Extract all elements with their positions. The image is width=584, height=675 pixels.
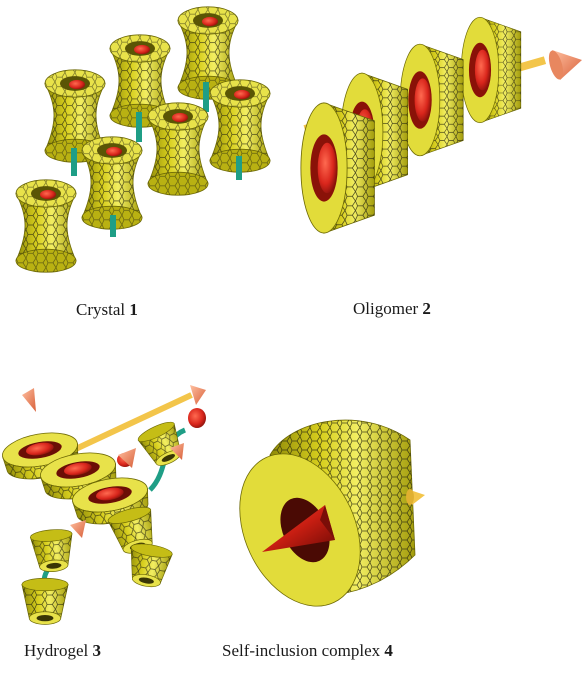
caption-hydrogel-number: 3 [92, 641, 101, 660]
caption-complex-number: 4 [384, 641, 393, 660]
caption-complex: Self-inclusion complex 4 [222, 641, 393, 661]
caption-oligomer-text: Oligomer [353, 299, 422, 318]
caption-hydrogel: Hydrogel 3 [24, 641, 101, 661]
hydrogel-illustration [0, 385, 206, 624]
caption-crystal-number: 1 [129, 300, 138, 319]
self-inclusion-complex-illustration [216, 420, 425, 626]
caption-hydrogel-text: Hydrogel [24, 641, 92, 660]
oligomer-illustration [301, 17, 582, 233]
crystal-illustration [16, 7, 270, 272]
caption-complex-text: Self-inclusion complex [222, 641, 384, 660]
caption-crystal: Crystal 1 [76, 300, 138, 320]
caption-oligomer-number: 2 [422, 299, 431, 318]
caption-crystal-text: Crystal [76, 300, 129, 319]
caption-oligomer: Oligomer 2 [353, 299, 431, 319]
